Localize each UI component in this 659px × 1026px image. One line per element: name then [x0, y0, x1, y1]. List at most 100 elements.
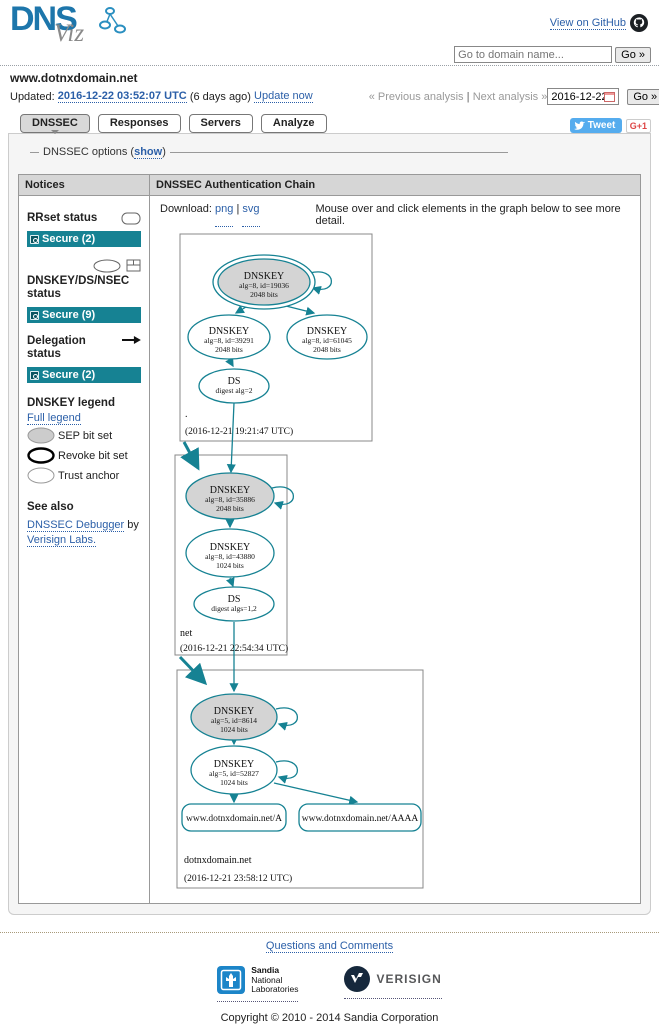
domain-name: www.dotnxdomain.net	[10, 71, 138, 85]
svg-text:2048 bits: 2048 bits	[216, 504, 244, 513]
tab-analyze[interactable]: Analyze	[260, 114, 327, 133]
github-octocat-icon[interactable]	[629, 13, 649, 33]
svg-text:DS: DS	[228, 594, 241, 605]
analysis-date-input[interactable]	[547, 88, 620, 105]
gplus-button[interactable]: G+1	[625, 118, 651, 133]
tab-servers[interactable]: Servers	[188, 114, 253, 133]
page-header: DNS Viz View on GitHub Go »	[0, 0, 659, 66]
tweet-button[interactable]: Tweet	[569, 118, 622, 133]
verisign-check-icon	[344, 966, 371, 992]
svg-text:alg=8, id=61045: alg=8, id=61045	[302, 336, 352, 345]
revoke-bit-label: Revoke bit set	[58, 449, 128, 462]
sandia-thunderbird-icon	[217, 966, 246, 995]
update-now-link[interactable]: Update now	[254, 90, 313, 103]
zone-time-root: (2016-12-21 19:21:47 UTC)	[185, 426, 293, 437]
node-rrset-aaaa[interactable]: www.dotnxdomain.net/AAAA	[298, 803, 422, 832]
updated-timestamp-link[interactable]: 2016-12-22 03:52:07 UTC	[57, 90, 187, 103]
svg-text:DNSKEY: DNSKEY	[214, 706, 255, 717]
download-separator: |	[236, 203, 240, 215]
svg-text:1024 bits: 1024 bits	[220, 725, 248, 734]
node-dnskey-61045[interactable]: DNSKEY alg=8, id=61045 2048 bits	[286, 314, 368, 360]
dnskey-secure-row[interactable]: Secure (9)	[27, 307, 141, 323]
svg-text:1024 bits: 1024 bits	[220, 778, 248, 787]
delegation-arrow-icon	[122, 336, 141, 344]
next-analysis-link[interactable]: Next analysis »	[472, 90, 548, 103]
node-dnskey-52827[interactable]: DNSKEY alg=5, id=52827 1024 bits	[190, 745, 278, 795]
node-dnskey-39291[interactable]: DNSKEY alg=8, id=39291 2048 bits	[187, 314, 271, 360]
analysis-separator: |	[466, 90, 470, 103]
sandia-line1: Sandia	[251, 965, 280, 975]
dnssec-panel: DNSSEC options (show) Notices DNSSEC Aut…	[8, 133, 651, 915]
zone-time-net: (2016-12-21 22:54:34 UTC)	[180, 643, 288, 654]
logo-viz-text: Viz	[54, 20, 85, 47]
chain-column-header: DNSSEC Authentication Chain	[150, 175, 640, 196]
svg-text:alg=8, id=43880: alg=8, id=43880	[205, 552, 255, 561]
download-png-link[interactable]: png	[215, 203, 234, 227]
calendar-icon[interactable]	[604, 91, 616, 102]
svg-text:2048 bits: 2048 bits	[215, 345, 243, 354]
svg-text:2048 bits: 2048 bits	[250, 290, 278, 299]
notices-table: Notices DNSSEC Authentication Chain RRse…	[18, 174, 641, 904]
previous-analysis-link[interactable]: « Previous analysis	[368, 90, 464, 103]
download-svg-link[interactable]: svg	[242, 203, 260, 227]
node-ds-root[interactable]: DS digest alg=2	[198, 368, 270, 404]
svg-text:www.dotnxdomain.net/A: www.dotnxdomain.net/A	[186, 814, 282, 824]
sandia-logo-link[interactable]: Sandia National Laboratories	[217, 965, 299, 1002]
expand-icon[interactable]	[30, 370, 39, 380]
node-dnskey-19036[interactable]: DNSKEY alg=8, id=19036 2048 bits	[212, 254, 316, 310]
expand-icon[interactable]	[30, 310, 39, 320]
node-dnskey-43880[interactable]: DNSKEY alg=8, id=43880 1024 bits	[185, 528, 275, 578]
verisign-wordmark: VERISIGN	[376, 972, 442, 986]
download-label: Download:	[160, 203, 212, 215]
questions-comments-link[interactable]: Questions and Comments	[265, 940, 394, 953]
logo-dns-text: DNS	[10, 0, 78, 38]
dnssec-options-fieldset: DNSSEC options (show)	[30, 146, 508, 159]
options-label-close: )	[162, 146, 166, 158]
zone-label-net: net	[180, 628, 192, 639]
view-on-github-link[interactable]: View on GitHub	[549, 16, 626, 30]
tab-dnssec[interactable]: DNSSEC	[20, 114, 90, 134]
options-rule-left	[30, 151, 39, 153]
search-go-button[interactable]: Go »	[615, 46, 651, 63]
trust-anchor-label: Trust anchor	[58, 469, 120, 482]
page-footer: Questions and Comments Sandia National L…	[0, 932, 659, 1024]
svg-text:digest alg=2: digest alg=2	[216, 386, 253, 395]
svg-text:digest algs=1,2: digest algs=1,2	[211, 604, 257, 613]
rrset-secure-label: Secure (2)	[42, 233, 96, 245]
zone-label-root: .	[185, 409, 188, 420]
zone-label-dotnxdomain: dotnxdomain.net	[184, 855, 252, 866]
dnssec-debugger-link[interactable]: DNSSEC Debugger	[27, 519, 125, 532]
node-ds-net[interactable]: DS digest algs=1,2	[193, 586, 275, 622]
nsec-table-icon	[126, 259, 141, 272]
verisign-labs-link[interactable]: Verisign Labs.	[27, 534, 97, 547]
node-rrset-a[interactable]: www.dotnxdomain.net/A	[181, 803, 287, 832]
dnssec-chain-graph: DNSKEY alg=8, id=19036 2048 bits DNSKEY …	[174, 233, 424, 889]
updated-label: Updated:	[10, 90, 55, 103]
dnsviz-logo[interactable]: DNS Viz	[10, 0, 140, 47]
delegation-secure-row[interactable]: Secure (2)	[27, 367, 141, 383]
search-input[interactable]	[454, 46, 613, 63]
delegation-secure-label: Secure (2)	[42, 369, 96, 381]
sandia-line3: Laboratories	[251, 984, 299, 994]
domain-section: www.dotnxdomain.net Updated: 2016-12-22 …	[0, 66, 659, 105]
zone-time-dotnxdomain: (2016-12-21 23:58:12 UTC)	[184, 873, 292, 884]
delegation-status-heading: Delegation status	[27, 335, 86, 360]
trust-anchor-icon	[27, 467, 55, 484]
tab-responses[interactable]: Responses	[97, 114, 181, 133]
options-show-link[interactable]: show	[134, 146, 163, 159]
node-dnskey-35886[interactable]: DNSKEY alg=8, id=35886 2048 bits	[185, 472, 275, 520]
svg-text:DNSKEY: DNSKEY	[307, 326, 348, 337]
date-go-button[interactable]: Go »	[627, 88, 659, 105]
svg-text:DNSKEY: DNSKEY	[209, 326, 250, 337]
sep-bit-label: SEP bit set	[58, 429, 113, 442]
node-dnskey-8614[interactable]: DNSKEY alg=5, id=8614 1024 bits	[190, 693, 278, 741]
expand-icon[interactable]	[30, 234, 39, 244]
see-also-heading: See also	[27, 501, 74, 513]
dnskey-secure-label: Secure (9)	[42, 309, 96, 321]
verisign-logo-link[interactable]: VERISIGN	[344, 966, 442, 999]
rrset-secure-row[interactable]: Secure (2)	[27, 231, 141, 247]
dnskey-legend-heading: DNSKEY legend	[27, 397, 115, 409]
auth-chain-cell: Download: png | svg Mouse over and click…	[150, 196, 640, 903]
full-legend-link[interactable]: Full legend	[27, 412, 81, 425]
svg-text:2048 bits: 2048 bits	[313, 345, 341, 354]
